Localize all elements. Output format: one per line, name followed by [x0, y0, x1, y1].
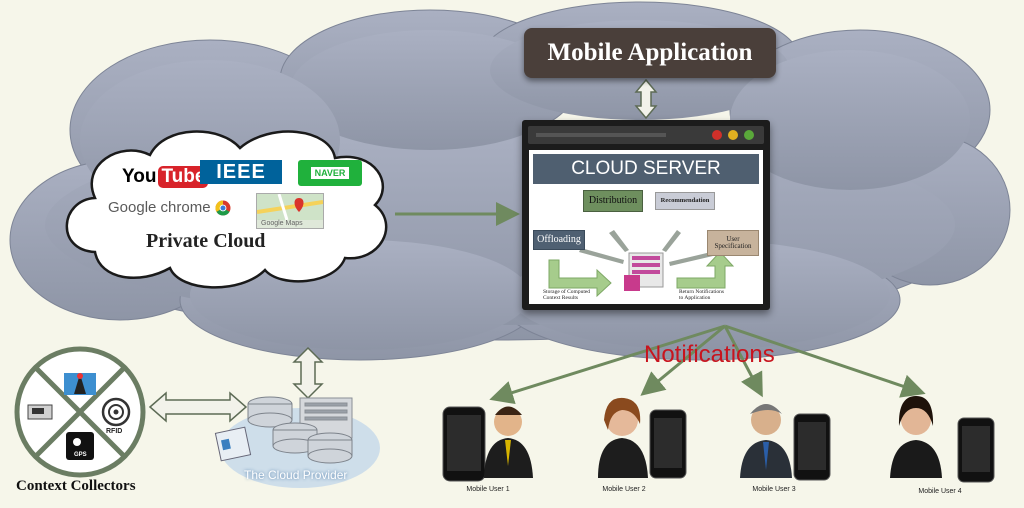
- storage-caption: Storage of Computed Context Results: [543, 289, 590, 302]
- server-slot: [536, 133, 666, 137]
- sensor-device-icon: [27, 404, 53, 420]
- collectors-provider-double-arrow: [148, 391, 248, 423]
- map-icon: [256, 193, 324, 221]
- database-icon: [624, 252, 664, 291]
- cloud-server-box: CLOUD SERVER: [522, 120, 770, 310]
- return-caption: Return Notifications to Application: [679, 289, 724, 302]
- mobile-application-label: Mobile Application: [547, 39, 753, 66]
- mobile-user-2-figure: [598, 397, 687, 479]
- return-caption-line2: to Application: [679, 295, 711, 302]
- mobile-user-1-figure: [442, 406, 533, 482]
- context-collectors-label: Context Collectors: [16, 478, 136, 494]
- distribution-box: Distribution: [583, 190, 643, 212]
- ieee-logo: IEEE: [200, 160, 282, 184]
- google-chrome-logo: Google chrome: [108, 199, 231, 216]
- mobile-user-4-label: Mobile User 4: [918, 488, 962, 495]
- user-specification-line1: User: [726, 234, 740, 243]
- recommendation-box: Recommendation: [655, 192, 715, 210]
- cloud-provider-graphic: [214, 396, 380, 488]
- server-internal-arrows: [548, 230, 735, 298]
- notification-arrows: [489, 324, 926, 405]
- rfid-label: RFID: [106, 428, 123, 435]
- storage-caption-line2: Context Results: [543, 295, 578, 302]
- youtube-you-text: You: [122, 166, 157, 187]
- red-light-icon: [712, 130, 722, 140]
- server-top-bar: [528, 126, 764, 144]
- green-light-icon: [744, 130, 754, 140]
- youtube-tube-text: Tube: [158, 166, 209, 188]
- mobile-user-1-label: Mobile User 1: [466, 486, 510, 493]
- context-collector-circle: [14, 346, 146, 478]
- notifications-label: Notifications: [644, 341, 775, 368]
- storage-caption-line1: Storage of Computed: [543, 289, 591, 295]
- private-cloud-label: Private Cloud: [146, 230, 266, 252]
- user-specification-line2: Specification: [714, 242, 752, 250]
- cell-tower-icon: [64, 373, 96, 395]
- return-caption-line1: Return Notifications: [679, 289, 725, 295]
- google-maps-logo: Google Maps: [256, 193, 324, 229]
- mobile-user-3-label: Mobile User 3: [752, 486, 796, 493]
- naver-logo: NAVER: [298, 160, 362, 186]
- user-specification-box: User Specification: [707, 230, 759, 256]
- naver-text: NAVER: [310, 167, 350, 179]
- cloud-provider-label: The Cloud Provider: [244, 468, 348, 482]
- mobile-user-2-label: Mobile User 2: [602, 486, 646, 493]
- mobile-application-box: Mobile Application: [524, 28, 776, 78]
- google-chrome-text: Google chrome: [108, 199, 211, 216]
- rfid-icon: [101, 397, 131, 427]
- yellow-light-icon: [728, 130, 738, 140]
- chrome-icon: [215, 200, 231, 216]
- gps-label: GPS: [74, 452, 87, 458]
- cloud-server-title: CLOUD SERVER: [533, 154, 759, 184]
- app-server-double-arrow: [634, 78, 658, 120]
- server-panel: CLOUD SERVER: [529, 150, 763, 304]
- gps-icon: [66, 432, 94, 460]
- google-maps-caption: Google Maps: [261, 220, 303, 227]
- mobile-user-4-figure: [890, 396, 995, 483]
- youtube-logo: You Tube: [122, 166, 209, 188]
- mobile-user-3-figure: [740, 404, 831, 481]
- offloading-box: Offloading: [533, 230, 585, 250]
